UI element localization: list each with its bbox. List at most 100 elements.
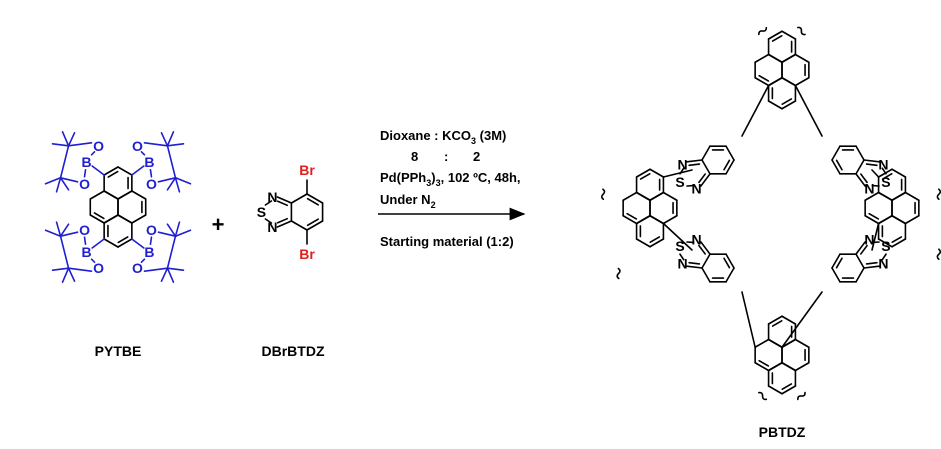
oxygen-atom: O (93, 138, 104, 154)
bond-line (117, 214, 133, 224)
bond-line (83, 169, 87, 178)
double-bond-line (865, 163, 878, 167)
bond-line (89, 190, 105, 200)
double-bond-line (881, 172, 893, 180)
bond-line (781, 361, 797, 372)
bond-line (754, 338, 770, 349)
bond-line (131, 165, 145, 176)
bond-line (863, 265, 880, 269)
bond-line (725, 253, 735, 269)
bond-line (67, 267, 76, 283)
bond-line (131, 238, 145, 249)
bond-line (166, 177, 177, 191)
nitrogen-atom: N (864, 181, 874, 197)
bond-line (767, 53, 783, 64)
bond-line (276, 220, 293, 228)
oxygen-atom: O (146, 222, 157, 238)
bond-line (700, 241, 711, 255)
bond-line (662, 214, 678, 225)
bond-line (767, 30, 783, 40)
bromine-atom: Br (299, 246, 315, 262)
bond-line (686, 159, 703, 163)
double-bond-line (276, 200, 289, 207)
boron-atom: B (81, 244, 91, 260)
oxygen-atom: O (79, 176, 90, 192)
bond-line (904, 214, 920, 225)
bond-line (635, 214, 651, 225)
bond-line (891, 238, 907, 248)
bond-line (700, 173, 711, 187)
nitrogen-atom: N (267, 219, 277, 235)
bond-line (741, 291, 756, 349)
oxygen-atom: O (93, 260, 104, 276)
double-bond-line (723, 159, 731, 171)
sulfur-atom: S (881, 238, 890, 254)
bond-line (90, 258, 96, 264)
bond-line (143, 267, 169, 273)
bond-line (149, 169, 153, 178)
bond-line (166, 143, 185, 147)
nitrogen-atom: N (267, 189, 277, 205)
double-bond-line (835, 159, 843, 171)
bond-line (855, 253, 865, 269)
nitrogen-atom: N (878, 156, 888, 172)
double-bond-line (688, 163, 701, 167)
bond-line (117, 166, 133, 176)
pyrene-unit-4 (754, 315, 810, 395)
bond-line (290, 220, 308, 231)
double-bond-line (626, 212, 638, 220)
condition-ratio-sep: : (444, 149, 448, 164)
bond-line (61, 267, 70, 284)
bond-line (59, 177, 79, 183)
bond-line (649, 191, 665, 202)
double-bond-line (868, 212, 880, 220)
bond-line (622, 214, 638, 225)
bond-line (662, 169, 693, 178)
bond-line (725, 159, 735, 175)
bond-line (276, 196, 293, 204)
bond-line (59, 177, 70, 191)
sulfur-atom: S (257, 204, 266, 220)
bond-line (59, 145, 70, 179)
bond-line (781, 315, 797, 325)
bond-line (662, 191, 678, 202)
pinacol-boronate-3: BO O (44, 221, 105, 284)
double-bond-line (758, 359, 770, 367)
bond-line (781, 291, 823, 349)
bond-line (877, 214, 893, 225)
bond-line (635, 191, 651, 202)
bond-line (767, 385, 783, 395)
benzothiadiazole-linker-2: NNS (831, 145, 891, 197)
double-bond-line (723, 257, 731, 269)
polymer-continuation-mark (616, 267, 621, 280)
bond-line (61, 131, 70, 147)
bond-line (131, 190, 147, 200)
bond-line (59, 235, 70, 270)
pytbe-label: PYTBE (95, 343, 142, 359)
bond-line (855, 241, 866, 255)
bond-line (174, 177, 181, 193)
bond-line (55, 177, 62, 193)
condition-catalyst: Pd(PPh3)3, 102 ºC, 48h, (380, 170, 521, 188)
bond-line (794, 53, 810, 64)
bond-line (855, 145, 865, 161)
double-bond-line (860, 244, 868, 255)
sulfur-atom: S (675, 238, 684, 254)
double-bond-line (771, 34, 783, 42)
bond-line (89, 214, 105, 224)
bond-line (855, 267, 865, 283)
bond-line (649, 238, 665, 248)
bond-line (103, 166, 119, 176)
condition-solvent: Dioxane : KCO3 (3M) (380, 128, 506, 146)
bond-line (117, 190, 133, 200)
bond-line (754, 53, 770, 64)
bond-line (59, 231, 79, 237)
oxygen-atom: O (79, 222, 90, 238)
bond-line (140, 151, 146, 156)
bond-line (662, 222, 693, 251)
bond-line (143, 142, 169, 147)
